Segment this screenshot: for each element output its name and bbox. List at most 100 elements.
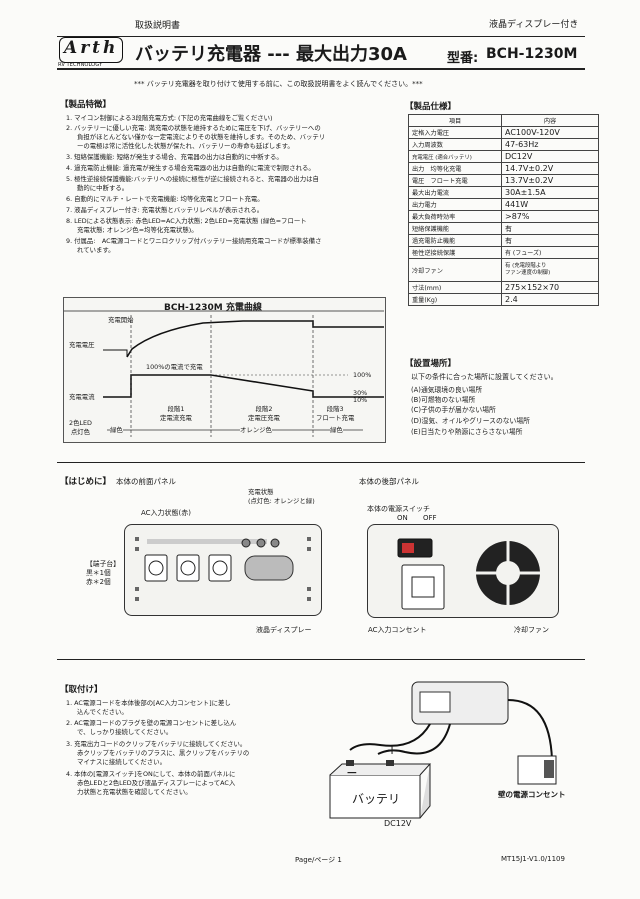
spec-key: 最大負荷時効率	[408, 210, 502, 223]
install-step: マイナスに接続してください。	[77, 758, 166, 766]
spec-key: 出力 均等化充電	[408, 162, 502, 175]
curve-orange: オレンジ色	[240, 426, 272, 435]
install-item: (B)可燃物のない場所	[411, 396, 476, 404]
curve-stage3: 段階3 フロート充電	[316, 405, 355, 422]
feature-line: 動的に中断する。	[77, 184, 129, 192]
table-row: 過充電防止機能有	[408, 234, 599, 247]
spec-header-row: 項目内容	[408, 114, 599, 127]
spec-heading: 【製品仕様】	[405, 102, 457, 112]
install-step: 込んでください。	[77, 708, 128, 716]
feature-line: ーの電極は常に活性化した状態が保たれ、バッテリーの寿命も延ばします。	[77, 142, 294, 150]
table-row: 短絡保護機能有	[408, 222, 599, 235]
feature-line: 9. 付属品: AC電源コードとワニロクリップ付バッテリー接続用充電コードが標準…	[66, 237, 322, 245]
install-step: 2. AC電源コードのプラグを壁の電源コンセントに差し込ん	[66, 719, 237, 727]
spec-key: 最大出力電流	[408, 186, 502, 199]
install-step: 赤クリップをバッテリのプラスに、黒クリップをバッテリの	[77, 749, 250, 757]
spec-value: 有 (フューズ)	[501, 246, 599, 259]
rear-title: 本体の後部パネル	[359, 477, 419, 486]
install-diagram	[329, 681, 557, 819]
page-title: バッテリ充電器 --- 最大出力30A	[135, 44, 407, 65]
spec-key: 極性逆接続保護	[408, 246, 502, 259]
fan-label: 冷却ファン	[514, 626, 549, 634]
feature-line: 充電状態; オレンジ色=均等化充電状態)。	[77, 226, 198, 234]
feature-line: れています。	[77, 246, 115, 254]
display-label: 液晶ディスプレー付き	[489, 20, 579, 30]
spec-value: DC12V	[501, 150, 599, 163]
ac-state-label: AC入力状態(赤)	[141, 509, 192, 517]
spec-value: 47-63Hz	[501, 138, 599, 151]
rear-panel	[367, 524, 559, 618]
install-step: 4. 本体の[電源スイッチ]をONにして、本体の前面パネルに	[66, 770, 236, 778]
install-item: (D)湿気、オイルやグリースのない場所	[411, 417, 530, 425]
install-step: で、しっかり接続してください。	[77, 728, 173, 736]
document-code: MT15J1-V1.0/1109	[501, 855, 565, 863]
curve-pct-100: 100%	[353, 371, 372, 379]
section-divider	[57, 659, 585, 660]
ac-outlet-label: AC入力コンセント	[368, 626, 427, 634]
front-panel	[124, 524, 322, 616]
curve-voltage-label: 充電電圧	[69, 341, 95, 349]
install-intro: 以下の条件に合った場所に設置してください。	[411, 373, 558, 381]
spec-value: 14.7V±0.2V	[501, 162, 599, 175]
spec-key: 定格入力電圧	[408, 126, 502, 139]
brand-logo: Arth	[59, 37, 123, 63]
curve-pct-10: 10%	[353, 396, 368, 404]
battery-plus: +	[387, 743, 398, 757]
section-divider	[57, 462, 585, 463]
spec-key: 寸法(mm)	[408, 281, 502, 294]
header-bottom-rule	[57, 68, 585, 70]
model-number: BCH-1230M	[486, 46, 578, 62]
power-switch-label: 本体の電源スイッチ	[367, 505, 430, 513]
header-top-rule	[57, 36, 585, 37]
battery-minus: −	[346, 765, 358, 781]
feature-line: 7. 液晶ディスプレー付き: 充電状態とバッテリレベルが表示される。	[66, 206, 264, 214]
curve-current-label: 充電電流	[69, 393, 95, 401]
switch-off-label: OFF	[423, 514, 437, 522]
brand-sub: RV TECHNOLOGY	[58, 62, 103, 68]
spec-value: 13.7V±0.2V	[501, 174, 599, 187]
rear-panel-drawing	[397, 538, 540, 610]
feature-line: 5. 極性逆接続保護機能:バッテリへの接続に極性が逆に接続されると、充電器の出力…	[66, 175, 319, 183]
spec-key: 過充電防止機能	[408, 234, 502, 247]
terminal-label: 【端子台】 黒＊1個 赤＊2個	[86, 560, 120, 586]
install-item: (A)通気環境の良い場所	[411, 386, 483, 394]
install-item: (C)子供の手が届かない場所	[411, 406, 496, 414]
feature-line: 4. 過充電防止機能: 過充電が発生する場合充電器の出力は自動的に電流で制限され…	[66, 164, 315, 172]
feature-line: 8. LEDによる状態表示: 赤色LED=AC入力状態; 2色LED=充電状態 …	[66, 217, 307, 225]
install-step: 1. AC電源コードを本体後部の[AC入力コンセント]に差し	[66, 699, 231, 707]
table-row: 寸法(mm)275×152×70	[408, 281, 599, 294]
spec-key: 重量(Kg)	[408, 293, 502, 306]
features-heading: 【製品特徴】	[60, 100, 112, 110]
curve-green1: 緑色	[110, 426, 123, 435]
wall-outlet-label: 壁の電源コンセント	[498, 790, 566, 799]
install-steps-heading: 【取付け】	[60, 685, 103, 695]
spec-value: 441W	[501, 198, 599, 211]
table-row: 最大負荷時効率>87%	[408, 210, 599, 223]
spec-col-item: 項目	[408, 114, 502, 127]
lcd-label: 液晶ディスプレー	[256, 626, 312, 634]
charge-curve	[63, 310, 384, 437]
spec-value: 2.4	[501, 293, 599, 306]
spec-value: AC100V-120V	[501, 126, 599, 139]
table-row: 冷却ファン有 (充電段階より ファン速度の制御)	[408, 258, 599, 282]
spec-key: 充電電圧 (適合バッテリ)	[408, 150, 502, 163]
spec-value: 有	[501, 222, 599, 235]
spec-value: 有 (充電段階より ファン速度の制御)	[501, 258, 599, 282]
spec-value: 275×152×70	[501, 281, 599, 294]
intro-heading: 【はじめに】	[60, 477, 112, 487]
spec-value: 30A±1.5A	[501, 186, 599, 199]
front-title: 本体の前面パネル	[116, 477, 176, 486]
manual-label: 取扱説明書	[135, 21, 181, 31]
spec-key: 入力周波数	[408, 138, 502, 151]
curve-green2: 緑色	[330, 426, 343, 435]
curve-stage2: 段階2 定電圧充電	[248, 405, 280, 422]
table-row: 極性逆接続保護有 (フューズ)	[408, 246, 599, 259]
install-step: 力状態と充電状態を確認してください。	[77, 788, 192, 796]
spec-value: 有	[501, 234, 599, 247]
table-row: 充電電圧 (適合バッテリ)DC12V	[408, 150, 599, 163]
notice: *** バッテリ充電器を取り付けて使用する前に、この取扱説明書をよく読んでくださ…	[134, 80, 423, 88]
